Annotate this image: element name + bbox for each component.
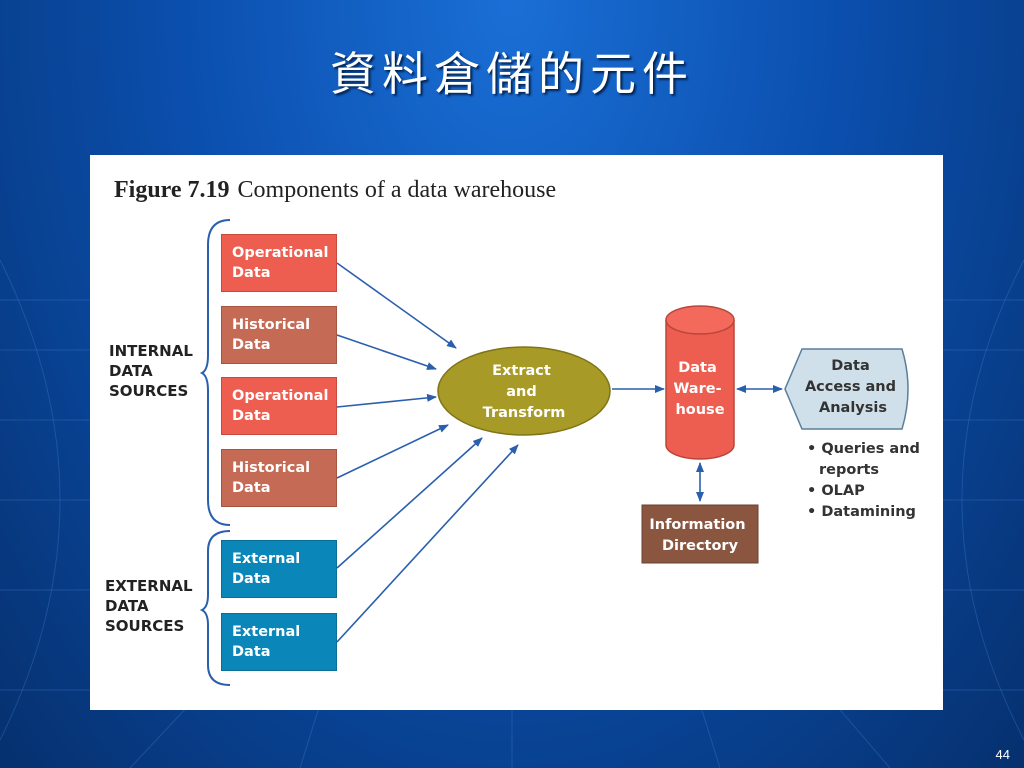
extract-ellipse — [437, 346, 611, 436]
figure-panel: Figure 7.19 Components of a data warehous… — [90, 155, 943, 710]
box-label: Data — [232, 337, 271, 353]
page-number: 44 — [995, 747, 1010, 762]
warehouse-line1: Data — [678, 360, 717, 376]
box-label: Data — [232, 408, 271, 424]
label-line: DATA — [109, 362, 153, 380]
arrow-op2 — [336, 393, 437, 408]
access-bullet-list: • Queries and reports • OLAP • Dataminin… — [807, 439, 920, 523]
bullet-olap: • OLAP — [807, 483, 865, 499]
slide-title: 資料倉儲的元件 — [330, 47, 694, 101]
svg-text:Data Access and An: Data Access and Analysis — [805, 358, 901, 416]
label-line: SOURCES — [105, 617, 185, 635]
figure-caption-text: Components of a data warehouse — [237, 177, 557, 203]
arrow-hi1 — [336, 334, 437, 370]
access-shape — [784, 348, 909, 430]
box-label: Data — [232, 571, 271, 587]
access-line1: Data — [831, 358, 870, 374]
bullet-queries: • Queries and — [807, 441, 920, 457]
box-label: Data — [232, 644, 271, 660]
arrow-op1 — [336, 262, 457, 349]
svg-text:Extract and Transf: Extract and Transform — [483, 363, 566, 421]
label-line: EXTERNAL — [105, 577, 193, 595]
directory-line2: Directory — [662, 538, 739, 554]
operational-data-box-1: Operational Data — [221, 234, 337, 292]
box-label: Historical — [232, 317, 311, 333]
warehouse-cylinder — [665, 305, 735, 460]
label-line: DATA — [105, 597, 149, 615]
box-label: Operational — [232, 245, 329, 261]
internal-bracket — [199, 219, 231, 526]
figure-caption: Figure 7.19 Components of a data warehous… — [114, 177, 556, 204]
operational-data-box-2: Operational Data — [221, 377, 337, 435]
arrow-ex1 — [336, 437, 483, 569]
extract-line2: and — [506, 384, 537, 400]
external-data-box-2: External Data — [221, 613, 337, 671]
figure-number: Figure 7.19 — [114, 177, 230, 203]
extract-line1: Extract — [492, 363, 551, 379]
internal-sources-label: INTERNAL DATA SOURCES — [109, 341, 193, 401]
historical-data-box-2: Historical Data — [221, 449, 337, 507]
external-bracket — [199, 530, 231, 686]
box-label: Operational — [232, 388, 329, 404]
bullet-datamining: • Datamining — [807, 504, 916, 520]
extract-line3: Transform — [483, 405, 566, 421]
label-line: SOURCES — [109, 382, 189, 400]
directory-box — [641, 504, 759, 564]
arrow-hi2 — [336, 424, 449, 479]
box-label: Historical — [232, 460, 311, 476]
access-line2: Access and — [805, 379, 896, 395]
box-label: External — [232, 551, 301, 567]
warehouse-diagram: Extract and Transform Data Ware- house I… — [199, 219, 909, 686]
box-label: Data — [232, 480, 271, 496]
bullet-queries-cont: reports — [819, 462, 880, 478]
external-data-box-1: External Data — [221, 540, 337, 598]
svg-text:Data Ware- house: Data Ware- house — [673, 360, 726, 418]
external-sources-label: EXTERNAL DATA SOURCES — [105, 576, 193, 636]
svg-text:Information Directory: Information Directory — [649, 517, 750, 554]
historical-data-box-1: Historical Data — [221, 306, 337, 364]
warehouse-line2: Ware- — [673, 381, 721, 397]
box-label: Data — [232, 265, 271, 281]
access-line3: Analysis — [819, 400, 887, 416]
arrow-ex2 — [336, 444, 519, 643]
box-label: External — [232, 624, 301, 640]
label-line: INTERNAL — [109, 342, 193, 360]
warehouse-line3: house — [675, 402, 724, 418]
directory-line1: Information — [649, 517, 745, 533]
